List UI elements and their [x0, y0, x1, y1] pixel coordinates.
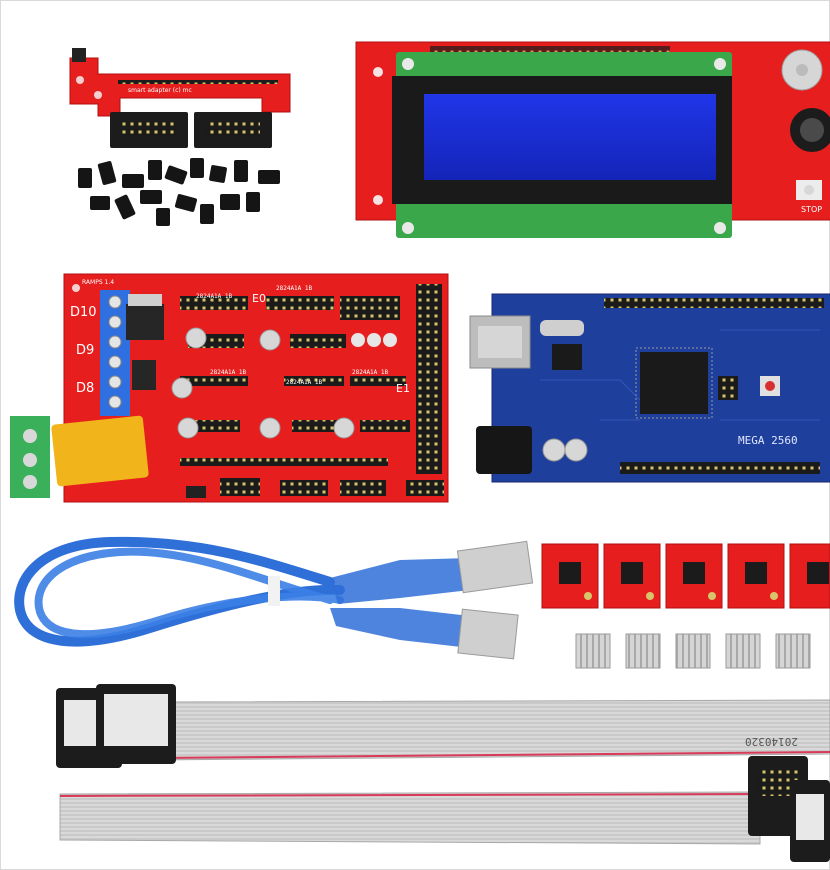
ribbon-cable-top: 20140320 [56, 684, 830, 768]
stepper-socket-x [180, 296, 248, 310]
electrolytic-capacitors [171, 327, 397, 439]
ramps-socket-label-3: 2824A1A 1B [210, 369, 247, 376]
ramps-header-text: RAMPS 1.4 [82, 279, 114, 286]
mega-label: MEGA 2560 [738, 434, 798, 447]
usb-b-plug-housing [330, 608, 470, 648]
heatsink [575, 633, 611, 669]
stepper-driver [727, 543, 785, 609]
cable-tie [268, 576, 280, 606]
stepper-driver [603, 543, 661, 609]
heatsink [625, 633, 661, 669]
atmega2560-chip [640, 352, 708, 414]
lcd-screen [424, 94, 716, 180]
mosfet-d10 [126, 304, 164, 340]
mosfet-d9 [132, 360, 156, 390]
ramps-e1-label: E1 [396, 382, 410, 395]
ramps-shield: RAMPS 1.4 D10 D9 D8 2824A1A 1B E0 2824A1… [10, 273, 449, 503]
usb-a-plug-housing [330, 558, 470, 604]
ramps-socket-label-2: 2824A1A 1B [276, 285, 313, 292]
ramps-socket-label-4: 2824A1A 1B [286, 379, 323, 386]
ramps-e0-label: E0 [252, 292, 266, 305]
dc-power-jack [476, 426, 532, 474]
usb-cable [14, 536, 534, 660]
stepper-driver [789, 543, 830, 609]
lcd-stop-label: STOP [801, 205, 822, 214]
ribbon-print-text: 20140320 [745, 735, 798, 748]
heatsinks [575, 633, 811, 669]
ramps-socket-label-5: 2824A1A 1B [352, 369, 389, 376]
ramps-d8-label: D8 [76, 381, 94, 396]
stepper-socket-y [266, 296, 334, 310]
stepper-driver [541, 543, 599, 609]
ramps-socket-label-1: 2824A1A 1B [196, 293, 233, 300]
stepper-driver [665, 543, 723, 609]
ribbon-cable-bottom [59, 756, 830, 862]
a4988-stepper-drivers [541, 543, 830, 609]
smart-adapter-board: smart adapter (c) mc [69, 48, 291, 148]
ramps-d9-label: D9 [76, 343, 94, 358]
arduino-mega-board: MEGA 2560 [469, 293, 830, 483]
power-terminal-block [100, 290, 130, 416]
heatsink [725, 633, 761, 669]
crystal-oscillator [540, 320, 584, 336]
lcd-2004-module: STOP [355, 41, 830, 238]
adapter-silkscreen-text: smart adapter (c) mc [128, 87, 192, 94]
polyfuse [51, 415, 149, 487]
jumper-caps [78, 158, 280, 226]
heatsink [675, 633, 711, 669]
heatsink [775, 633, 811, 669]
ramps-d10-label: D10 [70, 305, 97, 320]
usb-b-plug [457, 608, 519, 660]
usb-a-plug [456, 540, 534, 594]
